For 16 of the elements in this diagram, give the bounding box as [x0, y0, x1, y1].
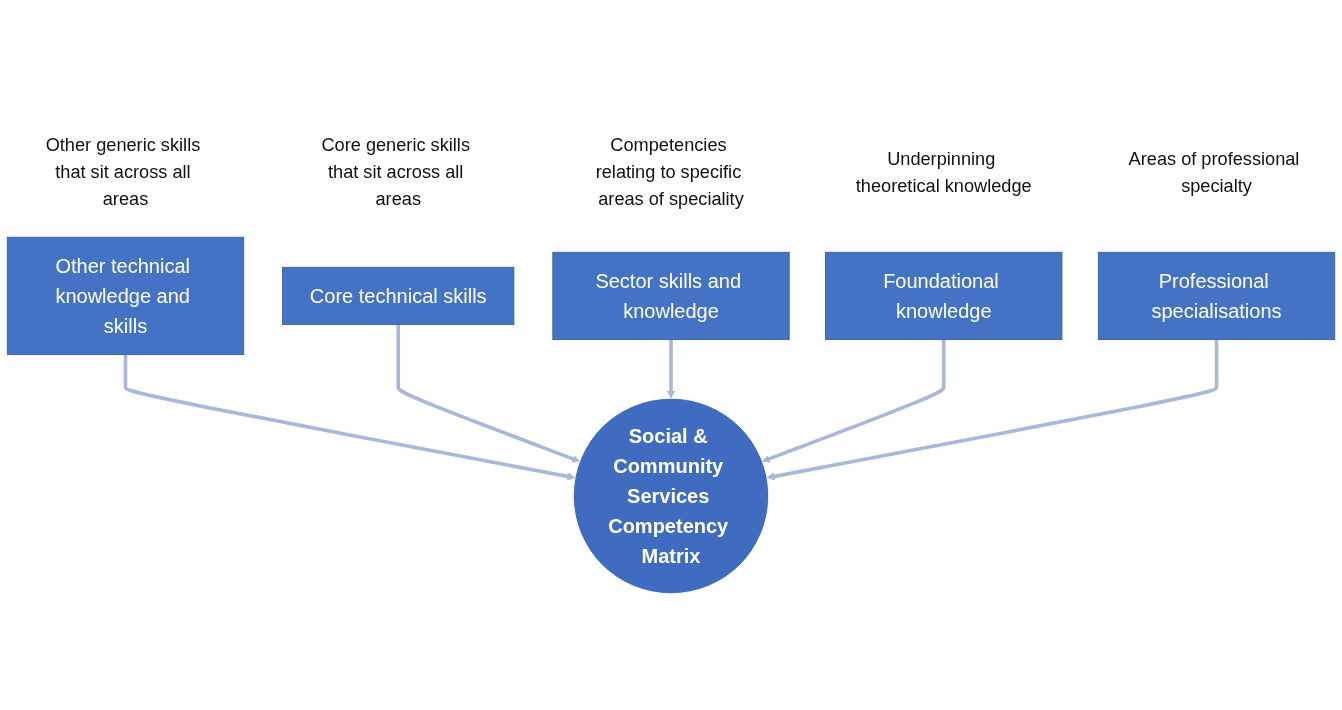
node-box: Core technical skills	[282, 266, 515, 325]
node-label: Other generic skills that sit across all areas	[45, 134, 201, 209]
node-label: Areas of professional specialty	[1128, 147, 1300, 195]
arrow	[123, 353, 576, 480]
node-label: Core generic skills that sit across all areas	[321, 134, 470, 209]
arrow	[766, 339, 1219, 480]
arrow	[667, 339, 675, 399]
arrow	[762, 339, 946, 463]
node-label: Competencies relating to specific areas of speciality	[595, 134, 744, 209]
node-circle: Social & Community Services Competency Matrix	[572, 397, 770, 594]
node-box: Other technical knowledge and skills	[6, 236, 245, 355]
node-box: Professional specialisations	[1097, 251, 1336, 340]
node-label: Underpinning theoretical knowledge	[855, 147, 1032, 195]
node-box: Foundational knowledge	[825, 251, 1063, 340]
node-box: Sector skills and knowledge	[552, 251, 790, 340]
arrow	[396, 324, 580, 463]
